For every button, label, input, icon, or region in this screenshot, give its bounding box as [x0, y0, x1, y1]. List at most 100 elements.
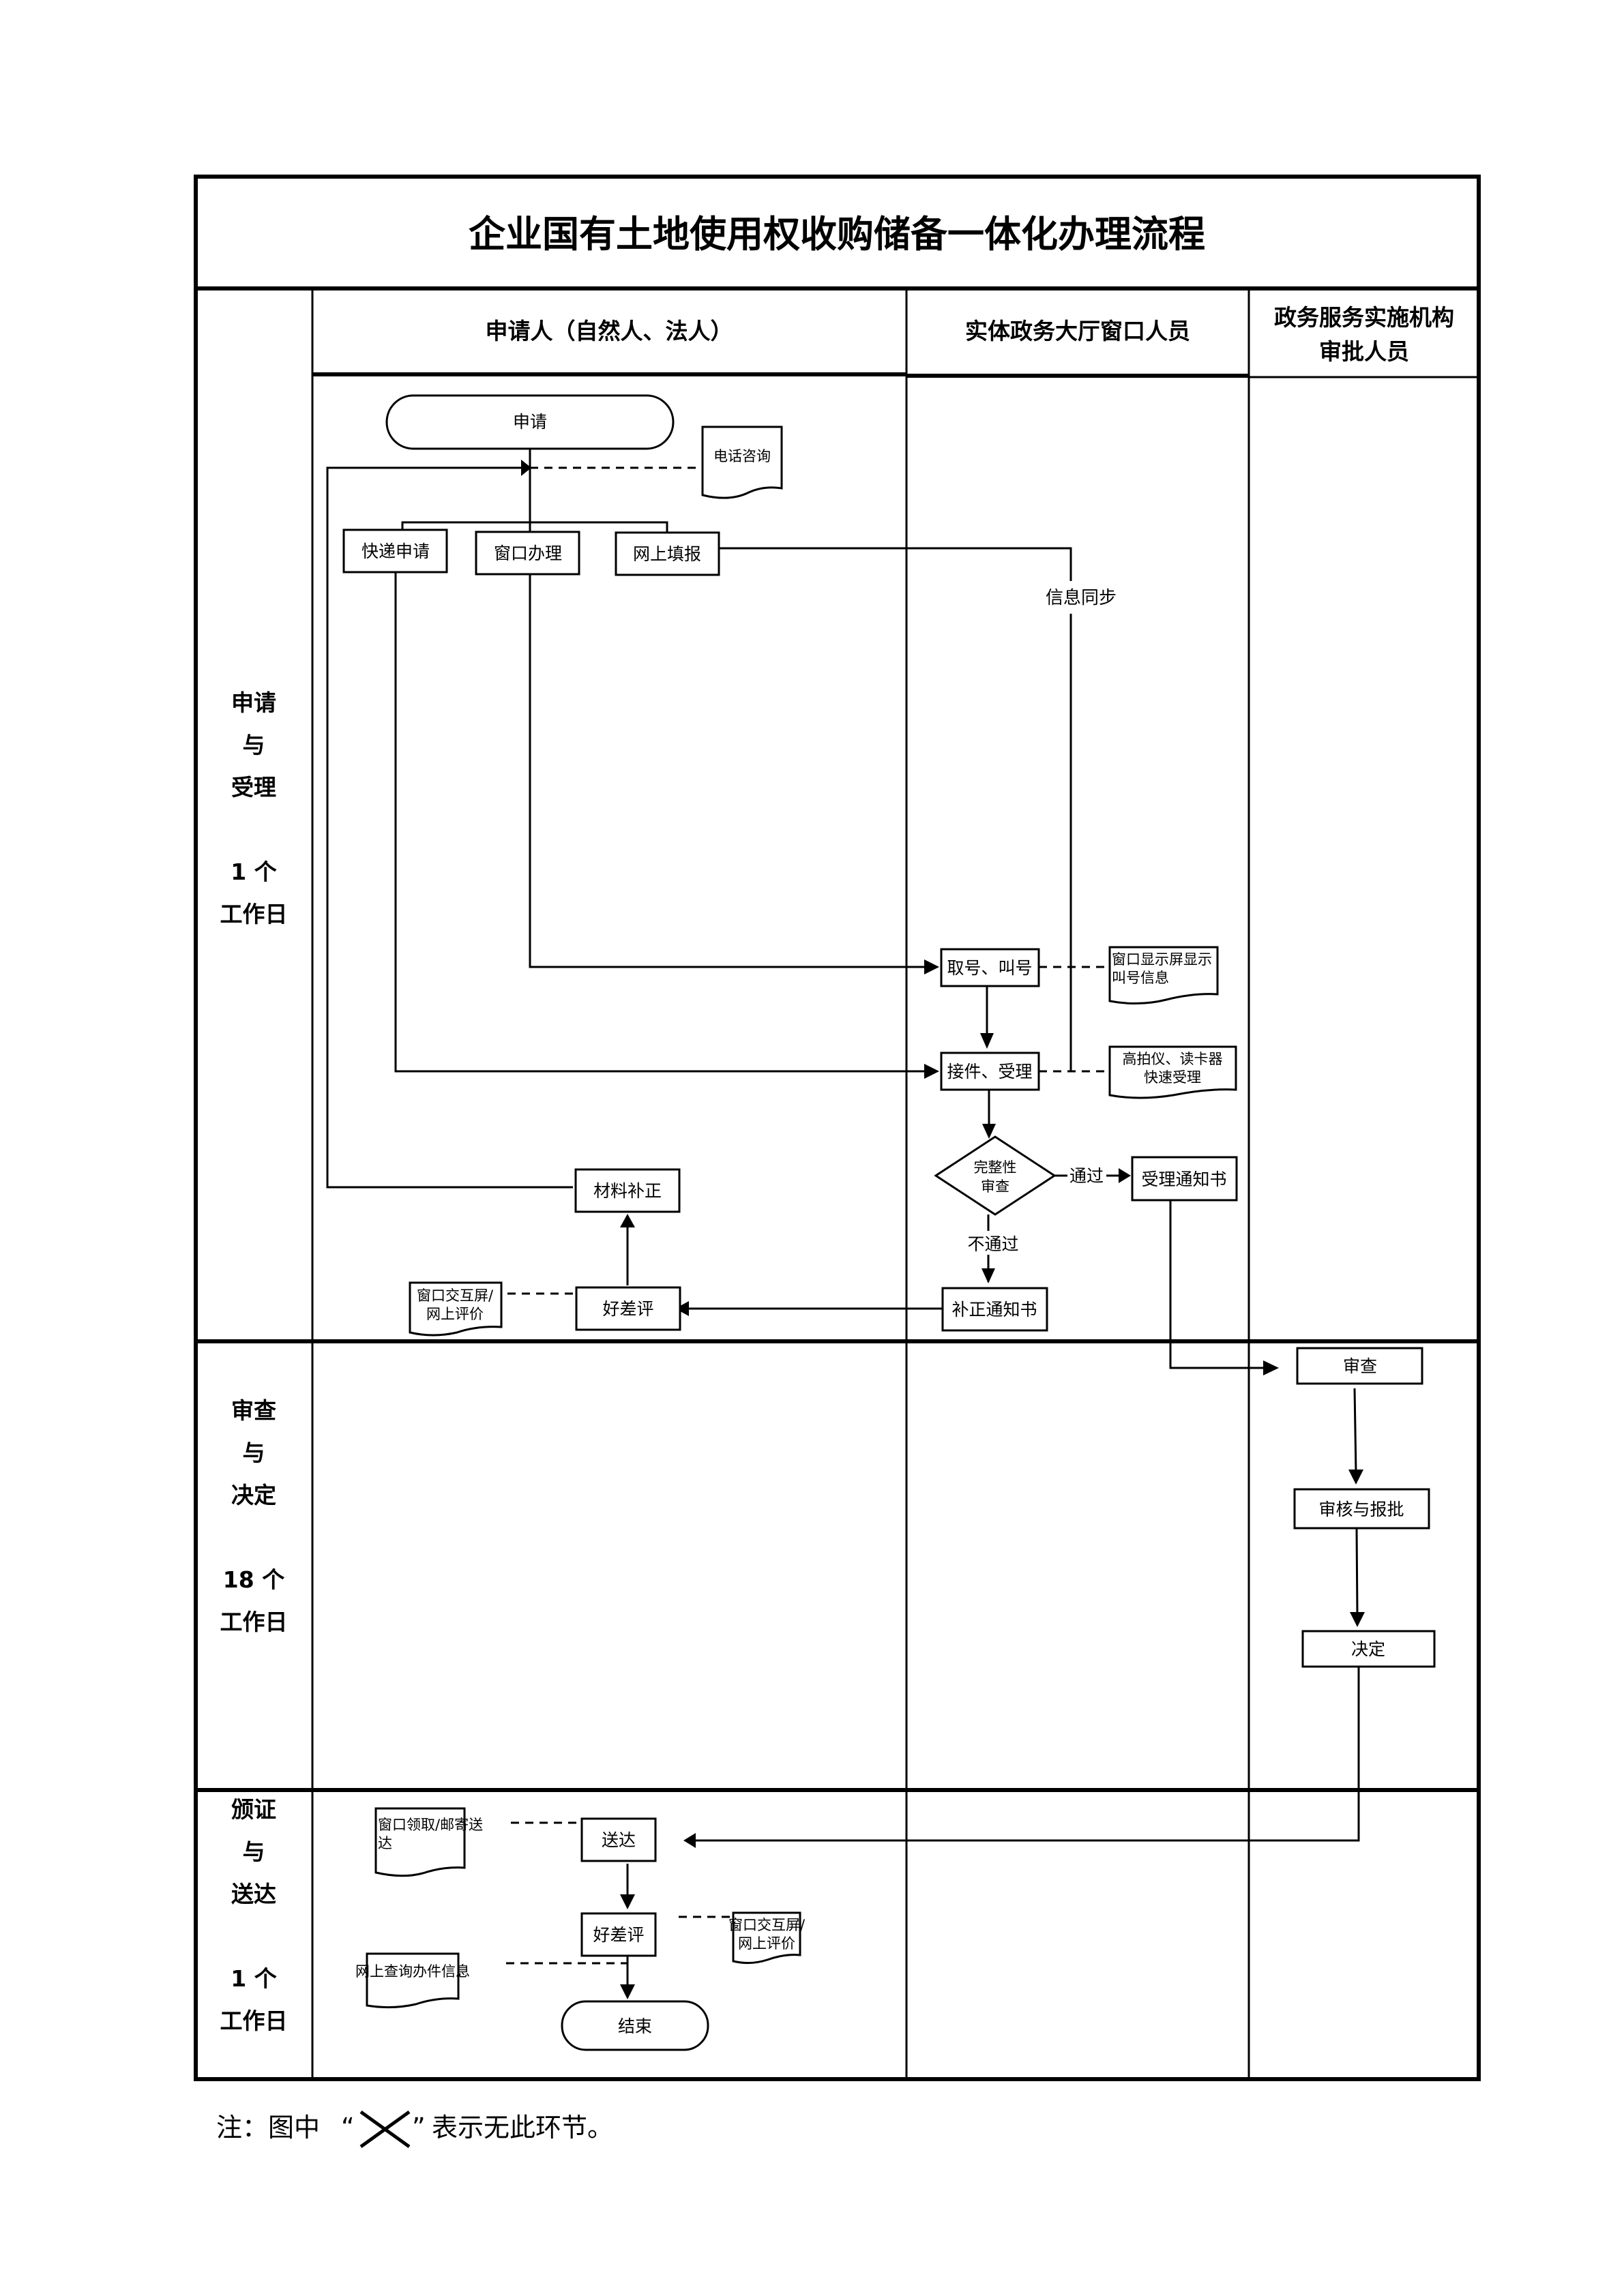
- fail-label: 不通过: [967, 1234, 1018, 1254]
- arrowhead-to-check: [982, 1124, 996, 1139]
- phase-3-line-2: 与: [243, 1838, 265, 1865]
- process-box: [580, 1817, 657, 1862]
- node-review[interactable]: 审查: [1296, 1347, 1423, 1385]
- phase-2-line-2: 与: [243, 1440, 265, 1466]
- node-window-handle[interactable]: 窗口办理: [475, 531, 580, 576]
- phase-2-line-3: 决定: [231, 1482, 276, 1508]
- connector-online-sync-top: [718, 547, 1072, 581]
- phase-1-days: 1 个: [231, 859, 276, 885]
- doc-rating-1[interactable]: 窗口交互屏/ 网上评价: [409, 1281, 503, 1337]
- arrowhead-to-deliver: [683, 1833, 696, 1848]
- node-deliver[interactable]: 送达: [580, 1817, 657, 1862]
- phase-1-line-3: 受理: [231, 774, 276, 801]
- terminator-start: [385, 394, 675, 450]
- node-start[interactable]: 申请: [385, 394, 675, 450]
- footnote-close-quote: ”: [412, 2113, 426, 2143]
- phase-3-line-3: 送达: [231, 1881, 276, 1907]
- phase-label-2: 审查 与 决定 18 个 工作日: [220, 1397, 288, 1635]
- cross-icon: [359, 2110, 411, 2149]
- node-rating-2-label: 好差评: [593, 1925, 644, 1945]
- node-correction-notice[interactable]: 补正通知书: [941, 1287, 1048, 1332]
- doc-window-display-line1: 窗口显示屏显示: [1112, 951, 1212, 968]
- arrowhead-to-material: [620, 1214, 635, 1227]
- table-grid: [194, 175, 1481, 2081]
- process-box: [580, 1912, 657, 1957]
- doc-scanner-line1: 高拍仪、读卡器: [1123, 1051, 1223, 1067]
- connector-acceptance-to-review: [1169, 1190, 1269, 1369]
- connector-decision-to-deliver: [696, 1757, 1360, 1842]
- doc-online-query[interactable]: 网上查询办件信息: [355, 1952, 470, 2009]
- process-box: [615, 531, 720, 576]
- node-acceptance-notice-label: 受理通知书: [1141, 1169, 1226, 1189]
- node-receive-accept[interactable]: 接件、受理: [940, 1052, 1040, 1091]
- decision-completeness-check[interactable]: 完整性 审查: [934, 1135, 1057, 1216]
- process-box: [1301, 1630, 1436, 1668]
- node-start-label: 申请: [513, 412, 547, 432]
- node-rating-1[interactable]: 好差评: [575, 1286, 681, 1331]
- document-shape: [1108, 1045, 1237, 1099]
- node-decision[interactable]: 决定: [1301, 1630, 1436, 1668]
- connector-express-to-receive: [394, 571, 929, 1073]
- decision-diamond: [934, 1135, 1057, 1216]
- process-box: [575, 1286, 681, 1331]
- doc-phone-consult-label: 电话咨询: [713, 448, 771, 464]
- doc-rating-1-line1: 窗口交互屏/: [417, 1287, 494, 1304]
- pass-label: 通过: [1069, 1166, 1104, 1186]
- document-shape: [366, 1952, 460, 2009]
- connector-split-bar: [401, 521, 668, 533]
- info-sync-label: 信息同步: [1046, 588, 1117, 608]
- doc-online-query-label: 网上查询办件信息: [355, 1963, 470, 1980]
- arrowheads: [396, 460, 1365, 1999]
- doc-deliver-line1: 窗口领取/邮寄送: [378, 1817, 483, 1833]
- node-material-correction[interactable]: 材料补正: [574, 1168, 681, 1213]
- node-audit-report-label: 审核与报批: [1318, 1500, 1404, 1519]
- node-online-fill-label: 网上填报: [633, 544, 701, 564]
- process-box: [475, 531, 580, 576]
- node-acceptance-notice[interactable]: 受理通知书: [1131, 1156, 1238, 1202]
- doc-rating-2-line2: 网上评价: [738, 1935, 795, 1952]
- arrowhead-to-take-number: [924, 959, 939, 974]
- arrowhead-to-end: [620, 1984, 635, 1999]
- process-box: [1296, 1347, 1423, 1385]
- phase-1-line-2: 与: [243, 732, 265, 758]
- phase-3-line-1: 颁证: [231, 1796, 276, 1823]
- node-online-fill[interactable]: 网上填报: [615, 531, 720, 576]
- column-header-approver-line1: 政务服务实施机构: [1274, 304, 1454, 331]
- node-express-apply[interactable]: 快递申请: [342, 528, 448, 573]
- phase-2-days-unit: 工作日: [220, 1609, 288, 1635]
- arrowhead-to-decision: [1350, 1612, 1365, 1627]
- doc-rating-2[interactable]: 窗口交互屏/ 网上评价: [728, 1911, 806, 1965]
- process-box: [1293, 1488, 1430, 1530]
- arrowhead-to-audit: [1348, 1470, 1363, 1485]
- node-take-number[interactable]: 取号、叫号: [940, 948, 1040, 987]
- node-deliver-label: 送达: [602, 1830, 636, 1850]
- node-take-number-label: 取号、叫号: [947, 958, 1032, 978]
- phase-3-days: 1 个: [231, 1965, 276, 1992]
- column-header-applicant: 申请人（自然人、法人）: [486, 318, 733, 344]
- doc-phone-consult[interactable]: 电话咨询: [701, 426, 783, 499]
- node-end[interactable]: 结束: [561, 2000, 709, 2051]
- terminator-end: [561, 2000, 709, 2051]
- node-rating-1-label: 好差评: [602, 1299, 653, 1319]
- arrowhead-to-correction-notice: [981, 1268, 995, 1283]
- connector-correction-loop: [326, 466, 573, 1189]
- node-rating-2[interactable]: 好差评: [580, 1912, 657, 1957]
- node-review-label: 审查: [1343, 1356, 1377, 1376]
- footnote: 注：图中 “ ” 表示无此环节。: [216, 2110, 613, 2149]
- footnote-prefix: 注：图中: [216, 2113, 320, 2143]
- doc-deliver[interactable]: 窗口领取/邮寄送 达: [374, 1807, 483, 1877]
- process-box: [574, 1168, 681, 1213]
- connector-review-to-audit: [1353, 1388, 1357, 1474]
- outer-border: [194, 175, 1481, 2081]
- document-shape: [732, 1911, 801, 1965]
- document-shape: [1108, 946, 1219, 1005]
- doc-scanner-reader[interactable]: 高拍仪、读卡器 快速受理: [1108, 1045, 1237, 1099]
- column-header-window-staff: 实体政务大厅窗口人员: [965, 318, 1190, 344]
- phase-label-3: 颁证 与 送达 1 个 工作日: [220, 1796, 288, 2034]
- node-audit-report[interactable]: 审核与报批: [1293, 1488, 1430, 1530]
- node-window-handle-label: 窗口办理: [494, 543, 562, 563]
- doc-window-display[interactable]: 窗口显示屏显示 叫号信息: [1108, 946, 1219, 1005]
- decision-check-line1: 完整性: [974, 1159, 1017, 1176]
- process-box: [342, 528, 448, 573]
